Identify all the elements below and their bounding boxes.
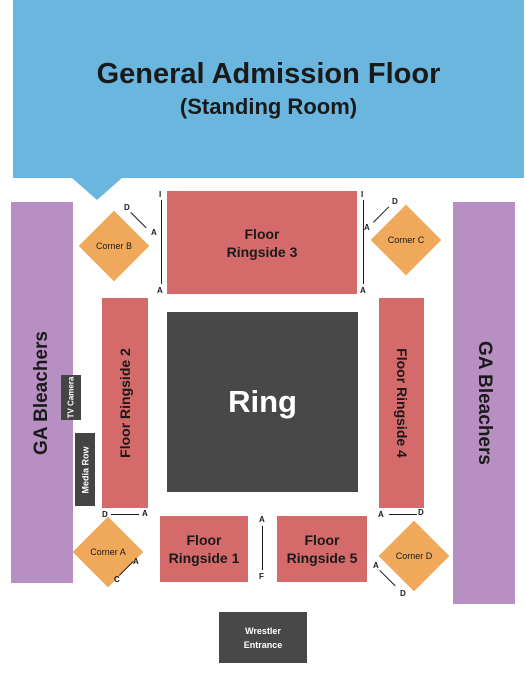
floor-ringside-2-label: Floor Ringside 2 [117,348,133,458]
floor-ringside-3-section[interactable]: Floor Ringside 3 [167,191,357,294]
floor-ringside-4-label: Floor Ringside 4 [393,348,410,458]
row-label-corner-a-a: A [133,557,139,566]
row-label-rs2-d: D [102,510,108,519]
ga-bleachers-right-section[interactable]: GA Bleachers [453,202,515,604]
floor-ringside-5-line2: Ringside 5 [286,550,358,566]
row-label-corner-c-a: A [364,223,370,232]
ga-bleachers-right-label: GA Bleachers [474,341,496,465]
row-line-corner-d [379,570,396,587]
row-label-corner-b-d: D [124,203,130,212]
floor-ringside-4-section[interactable]: Floor Ringside 4 [379,298,424,508]
row-label-mid-f: F [259,572,264,581]
ga-floor-pointer [72,178,122,200]
floor-ringside-3-line1: Floor [244,225,280,242]
floor-ringside-1-line1: Floor [186,532,222,548]
row-label-rs3-right-bottom: A [360,286,366,295]
row-line-rs3-right [363,200,364,284]
floor-ringside-1-line2: Ringside 1 [168,550,240,566]
ga-bleachers-left-label: GA Bleachers [31,330,53,455]
row-label-corner-d-a: A [373,561,379,570]
media-row-area: Media Row [75,433,95,506]
floor-ringside-3-line2: Ringside 3 [226,243,298,260]
row-line-corner-b [130,212,147,229]
row-label-rs2-a: A [142,509,148,518]
row-line-rs2 [111,514,139,515]
ga-floor-section[interactable]: General Admission Floor (Standing Room) [13,0,524,178]
row-line-rs3-left [161,200,162,284]
row-label-rs3-left-top: I [159,190,162,199]
row-label-corner-c-d: D [392,197,398,206]
wrestler-entrance-line2: Entrance [243,639,283,650]
wrestler-entrance-line1: Wrestler [245,625,281,636]
floor-ringside-1-section[interactable]: Floor Ringside 1 [160,516,248,582]
row-label-rs4-a: A [378,510,384,519]
ring-label: Ring [228,384,297,419]
corner-d-label: Corner D [395,551,433,561]
ga-floor-subtitle: (Standing Room) [179,94,358,119]
row-label-mid-a: A [259,515,265,524]
tv-camera-area: TV Camera [61,375,81,420]
floor-ringside-2-section[interactable]: Floor Ringside 2 [102,298,148,508]
corner-c-label: Corner C [387,235,425,245]
row-line-mid [262,526,263,570]
ga-floor-title: General Admission Floor [96,58,441,90]
row-label-corner-d-d: D [400,589,406,598]
media-row-label: Media Row [80,445,91,494]
row-label-rs4-d: D [418,508,424,517]
wrestler-entrance: Wrestler Entrance [219,612,307,663]
row-label-rs3-left-bottom: A [157,286,163,295]
row-label-corner-b-a: A [151,228,157,237]
corner-a-label: Corner A [90,547,126,557]
row-label-rs3-right-top: I [361,190,364,199]
corner-b-label: Corner B [95,241,132,251]
floor-ringside-5-section[interactable]: Floor Ringside 5 [277,516,367,582]
tv-camera-label: TV Camera [66,376,76,419]
row-line-rs4 [389,514,417,515]
row-line-corner-c [373,206,390,223]
row-label-corner-a-c: C [114,575,120,584]
floor-ringside-5-line1: Floor [304,532,340,548]
ring: Ring [167,312,358,492]
